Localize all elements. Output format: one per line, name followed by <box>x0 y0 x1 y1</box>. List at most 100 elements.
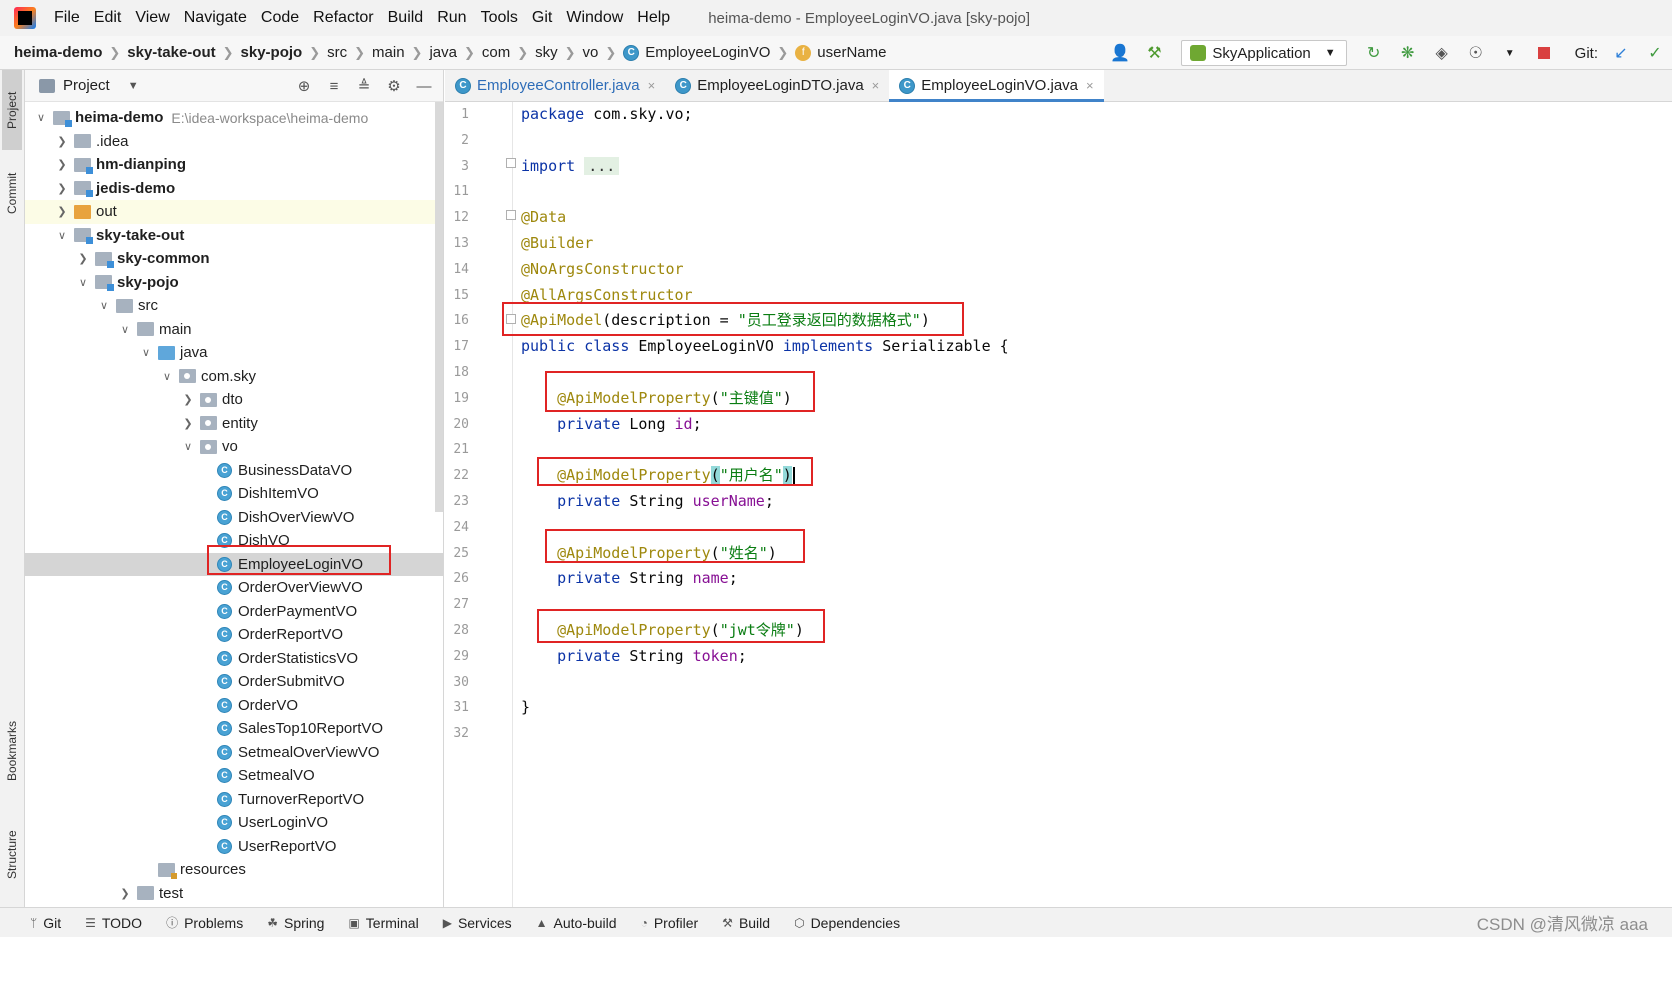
expand-all-icon[interactable]: ≡ <box>329 77 339 95</box>
chevron-right-icon[interactable]: ❯ <box>183 417 193 430</box>
menu-refactor[interactable]: Refactor <box>313 9 374 26</box>
code-line[interactable]: @ApiModelProperty("姓名") <box>521 541 777 567</box>
tree-node[interactable]: resources <box>25 858 443 882</box>
tree-node[interactable]: ∨vo <box>25 435 443 459</box>
bottom-tool-spring[interactable]: ☘Spring <box>267 915 324 931</box>
tree-node[interactable]: ∨main <box>25 318 443 342</box>
breadcrumb-item[interactable]: com <box>482 44 510 61</box>
close-icon[interactable]: × <box>871 78 880 93</box>
user-account-icon[interactable]: 👤 <box>1110 45 1131 62</box>
code-line[interactable]: @NoArgsConstructor <box>521 257 684 283</box>
menu-git[interactable]: Git <box>531 9 553 26</box>
code-line[interactable]: package com.sky.vo; <box>521 102 693 128</box>
code-line[interactable]: @ApiModelProperty("用户名") <box>521 463 795 489</box>
menu-edit[interactable]: Edit <box>93 9 122 26</box>
run-configuration-select[interactable]: SkyApplication ▼ <box>1181 40 1347 66</box>
code-line[interactable]: public class EmployeeLoginVO implements … <box>521 334 1009 360</box>
code-editor[interactable]: package com.sky.vo;import ...@Data@Build… <box>513 102 1672 907</box>
chevron-down-icon[interactable]: ∨ <box>36 112 46 125</box>
code-line[interactable]: private String userName; <box>521 489 774 515</box>
chevron-right-icon[interactable]: ❯ <box>57 135 67 148</box>
close-icon[interactable]: × <box>647 78 656 93</box>
build-hammer-icon[interactable]: ⚒ <box>1147 45 1162 62</box>
chevron-right-icon[interactable]: ❯ <box>183 394 193 407</box>
breadcrumb-item[interactable]: sky <box>535 44 558 61</box>
tree-node[interactable]: ❯sky-common <box>25 247 443 271</box>
chevron-down-icon[interactable]: ∨ <box>78 276 88 289</box>
hide-panel-icon[interactable]: — <box>416 77 432 95</box>
chevron-right-icon[interactable]: ❯ <box>57 159 67 172</box>
code-line[interactable]: @ApiModel(description = "员工登录返回的数据格式") <box>521 308 930 334</box>
locate-file-icon[interactable]: ⊕ <box>297 78 311 95</box>
tree-node[interactable]: ❯test <box>25 882 443 906</box>
close-icon[interactable]: × <box>1086 78 1094 93</box>
tree-node[interactable]: ∨com.sky <box>25 365 443 389</box>
bottom-tool-services[interactable]: ▶Services <box>443 915 512 931</box>
bottom-tool-profiler[interactable]: ◔Profiler <box>641 915 699 931</box>
menu-view[interactable]: View <box>135 9 170 26</box>
tree-node[interactable]: ❯hm-dianping <box>25 153 443 177</box>
chevron-down-icon[interactable]: ∨ <box>162 370 172 383</box>
fold-annotations-end-icon[interactable] <box>506 314 516 324</box>
bottom-tool-dependencies[interactable]: ⬡Dependencies <box>794 915 900 931</box>
menu-build[interactable]: Build <box>387 9 424 26</box>
breadcrumb-item[interactable]: sky-take-out <box>127 44 215 61</box>
breadcrumb-item[interactable]: vo <box>583 44 599 61</box>
debug-icon[interactable]: ❋ <box>1400 45 1415 62</box>
tree-node[interactable]: ❯dto <box>25 388 443 412</box>
tree-node[interactable]: ∨java <box>25 341 443 365</box>
breadcrumb-item[interactable]: src <box>327 44 347 61</box>
git-commit-icon[interactable]: ✓ <box>1648 45 1662 62</box>
bottom-tool-build[interactable]: ⚒Build <box>722 915 770 931</box>
tree-node[interactable]: ❯.idea <box>25 130 443 154</box>
menu-navigate[interactable]: Navigate <box>183 9 247 26</box>
tree-node[interactable]: ❯entity <box>25 412 443 436</box>
menu-tools[interactable]: Tools <box>480 9 518 26</box>
bottom-tool-todo[interactable]: ☰TODO <box>85 915 142 931</box>
menu-code[interactable]: Code <box>260 9 300 26</box>
commit-tool-tab[interactable]: Commit <box>2 158 22 228</box>
code-line[interactable]: private String name; <box>521 566 738 592</box>
code-line[interactable]: @Builder <box>521 231 593 257</box>
chevron-right-icon[interactable]: ❯ <box>120 887 130 900</box>
code-line[interactable]: private Long id; <box>521 412 702 438</box>
chevron-down-icon[interactable]: ∨ <box>141 347 151 360</box>
code-line[interactable]: @ApiModelProperty("jwt令牌") <box>521 618 804 644</box>
code-line[interactable]: private String token; <box>521 644 747 670</box>
code-line[interactable]: @Data <box>521 205 566 231</box>
rerun-icon[interactable]: ↻ <box>1366 45 1381 62</box>
menu-file[interactable]: File <box>54 9 80 26</box>
menu-help[interactable]: Help <box>637 9 671 26</box>
coverage-icon[interactable]: ◈ <box>1435 45 1448 62</box>
project-tree-scrollbar[interactable] <box>435 102 443 512</box>
code-line[interactable]: @ApiModelProperty("主键值") <box>521 386 792 412</box>
chevron-down-icon[interactable]: ∨ <box>57 229 67 242</box>
bottom-tool-auto-build[interactable]: ▲Auto-build <box>536 915 617 931</box>
breadcrumb-item[interactable]: heima-demo <box>14 44 102 61</box>
chevron-down-icon[interactable]: ∨ <box>120 323 130 336</box>
view-mode-chevron-icon[interactable]: ▼ <box>127 79 139 92</box>
chevron-right-icon[interactable]: ❯ <box>57 206 67 219</box>
settings-gear-icon[interactable]: ⚙ <box>387 78 401 95</box>
tree-node[interactable]: ∨sky-pojo <box>25 271 443 295</box>
